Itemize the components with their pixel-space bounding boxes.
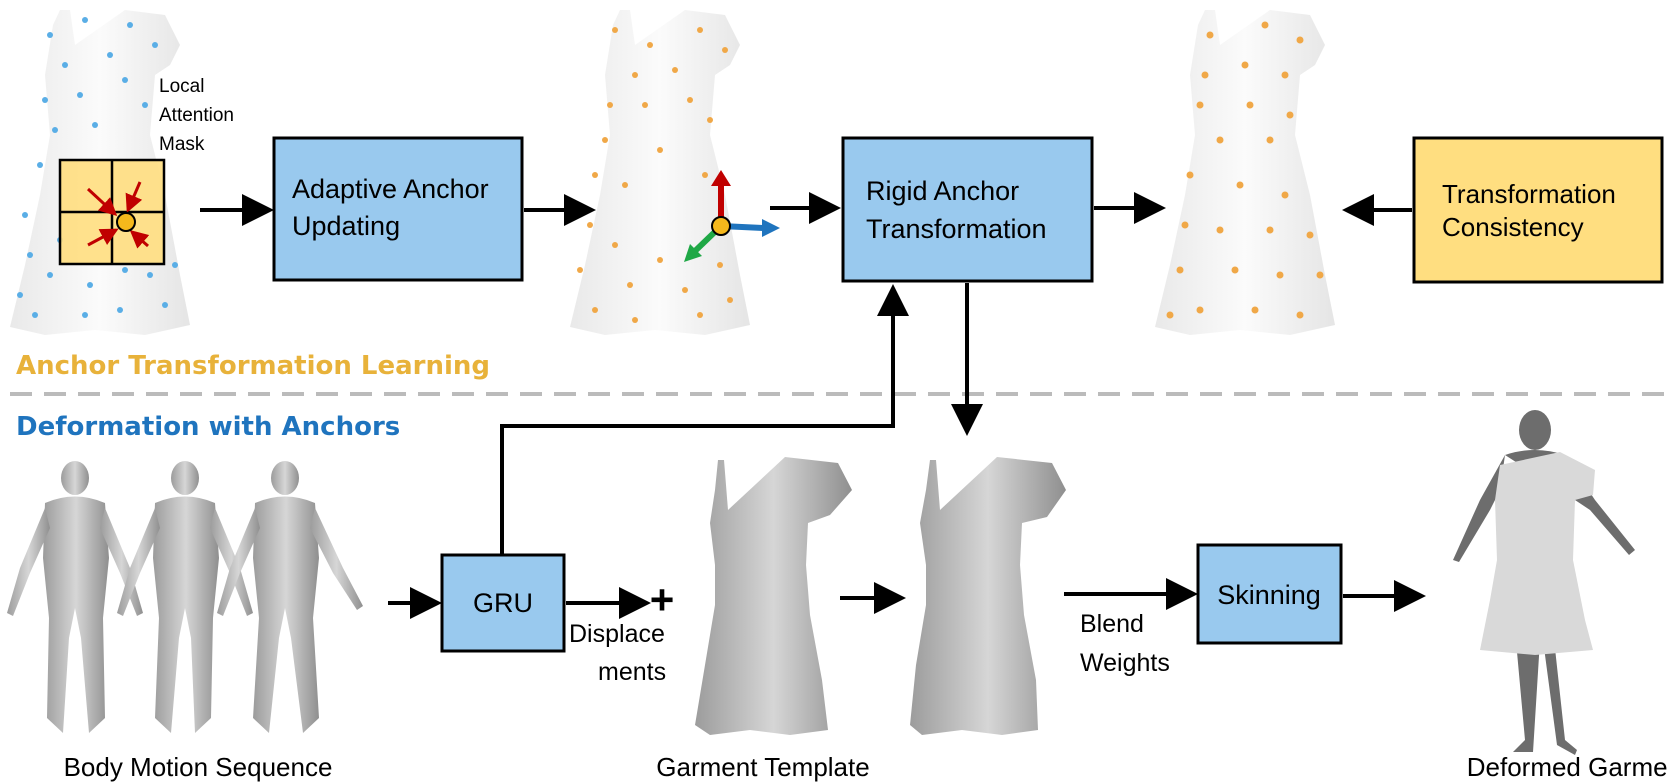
garment-mesh-icon: [695, 457, 852, 735]
gru-box: GRU: [440, 553, 566, 653]
dress-anchor-icon: [10, 10, 190, 335]
mask-label: Local Attention Mask: [159, 76, 239, 155]
body-figure-icon: [7, 461, 363, 733]
dress-anchor-icon: [1155, 10, 1335, 335]
arrow: [500, 284, 909, 555]
coordinate-axes-icon: [684, 170, 780, 262]
svg-text:Transformation Consisten: Transformation Consistency: [1442, 179, 1623, 242]
blend-weights-label: Blend Weights: [1080, 610, 1170, 677]
adaptive-anchor-updating-box: Adaptive Anchor Updating: [272, 136, 524, 282]
dress-anchor-icon: [570, 10, 750, 335]
transformation-consistency-box: Transformation Consistency: [1412, 136, 1664, 284]
rigid-anchor-transformation-box: Rigid Anchor Transformation: [841, 136, 1094, 283]
body-motion-caption: Body Motion Sequence: [64, 752, 333, 782]
posed-human-icon: [1453, 410, 1635, 755]
plus-sign: +: [650, 576, 675, 623]
skinning-box: Skinning: [1196, 543, 1343, 645]
garment-template-caption: Garment Template: [656, 752, 869, 782]
svg-text:Adaptive Anchor Updating: Adaptive Anchor Updating: [292, 174, 496, 241]
svg-text:GRU: GRU: [473, 588, 533, 618]
displacements-label: Displace ments: [569, 620, 672, 686]
anchor-dots-orange: [577, 27, 733, 323]
anchor-dots-blue: [17, 17, 178, 318]
garment-mesh-icon: [910, 457, 1066, 735]
local-attention-mask: [58, 158, 166, 266]
section-title-top: Anchor Transformation Learning: [16, 351, 490, 381]
deformed-garment-caption: Deformed Garment: [1467, 752, 1669, 782]
anchor-dots-orange: [1166, 21, 1324, 319]
section-title-bottom: Deformation with Anchors: [16, 412, 400, 442]
svg-text:Skinning: Skinning: [1217, 580, 1321, 610]
svg-text:Rigid Anchor Transformat: Rigid Anchor Transformation: [866, 176, 1047, 244]
